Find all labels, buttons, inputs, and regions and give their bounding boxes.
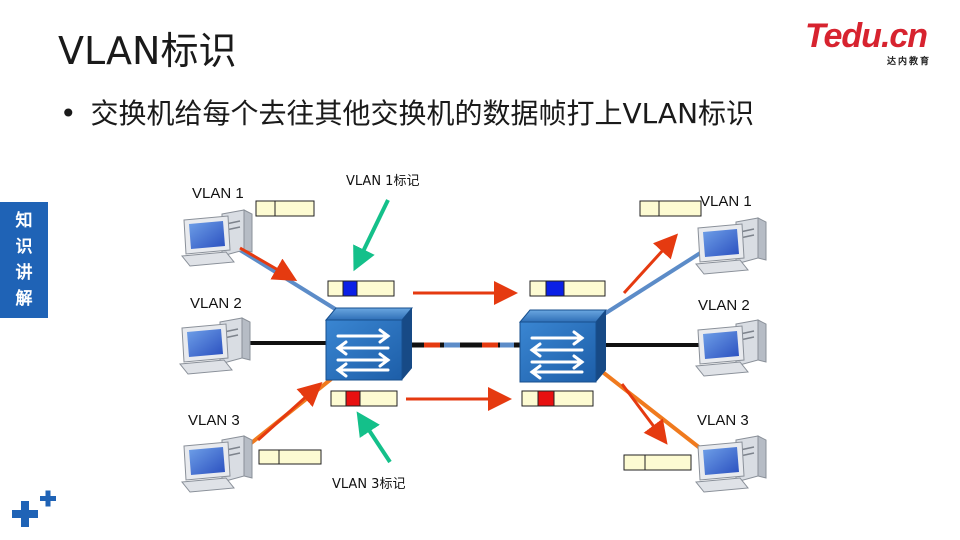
frame-untagged	[623, 454, 692, 471]
pc-left-vlan1-icon	[181, 209, 253, 267]
bullet-text: • 交换机给每个去往其他交换机的数据帧打上VLAN标识	[60, 92, 754, 132]
callout-arrow-icon	[356, 411, 392, 464]
frame-tagged-vlan1	[327, 280, 395, 297]
logo-sub-text: 达内教育	[886, 57, 931, 67]
pc-left-vlan3-icon	[181, 435, 253, 493]
bullet-label: 交换机给每个去往其他交换机的数据帧打上VLAN标识	[90, 97, 755, 130]
side-tab-char: 讲	[15, 263, 33, 283]
callout-vlan3-label: VLAN 3标记	[332, 477, 405, 492]
frame-untagged	[258, 449, 322, 465]
flow-arrow-icon	[256, 381, 323, 442]
frame-tagged-vlan3	[521, 390, 594, 407]
callout-vlan1-label: VLAN 1标记	[346, 174, 419, 189]
frame-tagged-vlan3	[330, 390, 398, 407]
left-host-label: VLAN 1	[192, 185, 244, 202]
frame-untagged	[255, 200, 315, 217]
pc-left-vlan2-icon	[179, 317, 251, 375]
right-host-label: VLAN 1	[700, 193, 752, 210]
switch-right-icon	[518, 308, 608, 384]
switch-left-icon	[324, 306, 414, 382]
right-host-label: VLAN 3	[697, 412, 749, 429]
page-title: VLAN标识	[58, 29, 237, 73]
logo-main-text: Tedu.cn	[805, 17, 928, 55]
side-tab-char: 识	[15, 237, 33, 257]
flow-arrow-icon	[620, 383, 668, 445]
flow-arrow-icon	[622, 233, 679, 295]
tedu-logo: Tedu.cn 达内教育	[805, 18, 935, 68]
pc-right-vlan2-icon	[695, 319, 767, 377]
right-host-label: VLAN 2	[698, 297, 750, 314]
link-right-vlan1	[596, 248, 707, 320]
side-tab-char: 解	[15, 289, 33, 309]
callout-arrow-icon	[353, 199, 390, 272]
left-host-label: VLAN 3	[188, 412, 240, 429]
pc-right-vlan3-icon	[695, 435, 767, 493]
side-tab-char: 知	[15, 211, 33, 231]
link-left-vlan1	[238, 248, 342, 314]
pc-right-vlan1-icon	[695, 217, 767, 275]
plus-icon	[12, 490, 56, 527]
frame-untagged	[639, 200, 702, 217]
frame-tagged-vlan1	[529, 280, 606, 297]
left-host-label: VLAN 2	[190, 295, 242, 312]
flow-arrow-icon	[239, 246, 298, 281]
bullet-dot: •	[60, 97, 77, 130]
side-tab: 知 识 讲 解	[0, 202, 48, 318]
link-right-vlan3	[598, 368, 707, 454]
